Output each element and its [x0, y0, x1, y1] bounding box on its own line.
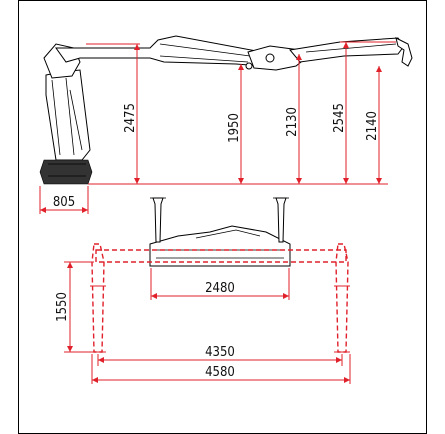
arrow-2480-right: [283, 293, 289, 299]
outrigger-top-view: [90, 197, 350, 353]
label-4580: 4580: [205, 365, 235, 380]
arrow-1950-bottom: [238, 178, 244, 184]
label-4350: 4350: [205, 345, 235, 360]
arrow-4350-left: [98, 357, 104, 363]
arrow-2475-top: [134, 44, 140, 50]
knuckle-pin: [265, 53, 275, 63]
stabilizer-leg-right: [275, 197, 287, 243]
side-view-dimensions: 2475 1950 2130 2545 2140 805: [39, 41, 396, 214]
column-hydraulic-lines: [51, 77, 83, 156]
label-2130: 2130: [285, 107, 300, 137]
outer-boom-extension: [305, 43, 397, 53]
arrow-1550-bottom: [67, 346, 73, 352]
arrow-2545-top: [343, 42, 349, 48]
label-2475: 2475: [123, 103, 138, 133]
arrow-1550-top: [67, 262, 73, 268]
stabilizer-leg-left: [152, 197, 164, 243]
arrow-2140-bottom: [376, 178, 382, 184]
label-1950: 1950: [227, 113, 242, 143]
label-2140: 2140: [365, 111, 380, 141]
arrow-2130-top: [296, 54, 302, 60]
label-805: 805: [53, 195, 75, 210]
arrow-805-left: [40, 207, 46, 213]
arrow-2545-bottom: [343, 178, 349, 184]
base-detail: [48, 163, 86, 177]
arrow-1950-top: [238, 64, 244, 70]
crane-side-view: [39, 35, 413, 185]
arrow-805-right: [82, 207, 88, 213]
outer-boom: [289, 37, 405, 63]
arrow-2480-left: [151, 293, 157, 299]
arrow-4580-right: [344, 377, 350, 383]
boom-pin: [245, 62, 253, 70]
arrow-2130-bottom: [296, 178, 302, 184]
label-2545: 2545: [332, 103, 347, 133]
label-2480: 2480: [205, 281, 235, 296]
arrow-4580-left: [92, 377, 98, 383]
chassis-body: [149, 225, 291, 267]
outrigger-leg-left: [91, 243, 105, 353]
arrow-2475-bottom: [134, 178, 140, 184]
arrow-2140-top: [376, 66, 382, 72]
boom-tip: [395, 37, 413, 67]
label-1550: 1550: [55, 292, 70, 322]
arrow-4350-right: [336, 357, 342, 363]
main-boom-cylinder: [159, 43, 251, 63]
top-view-dimensions: 2480 1550 4350 4580: [55, 261, 351, 384]
